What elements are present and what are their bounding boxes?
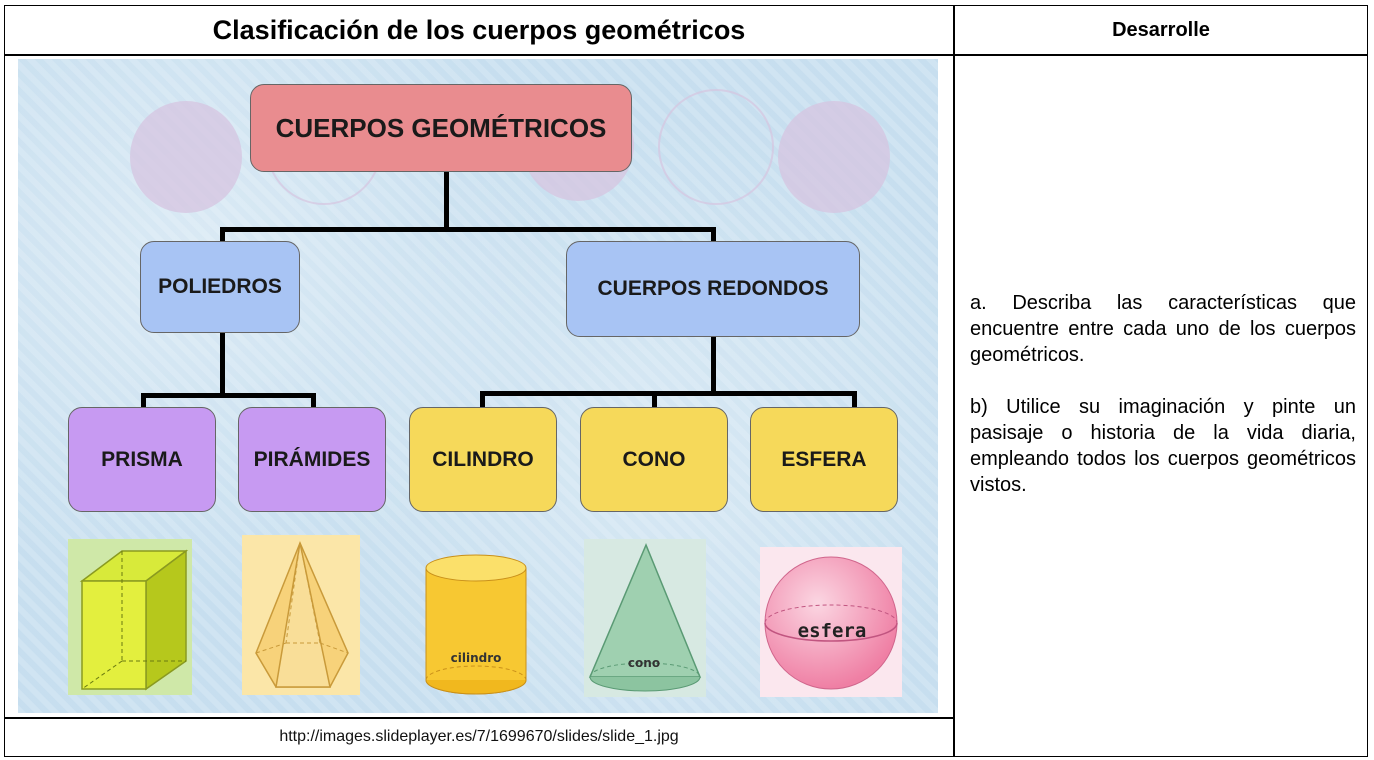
node-cuerpos-redondos: CUERPOS REDONDOS: [566, 241, 860, 337]
cone-image: cono: [584, 539, 706, 697]
connector-line: [711, 227, 716, 241]
decor-circle: [130, 101, 242, 213]
node-cilindro: CILINDRO: [409, 407, 557, 512]
connector-line: [220, 331, 225, 393]
sphere-image: esfera: [760, 547, 902, 697]
cylinder-label: cilindro: [451, 651, 502, 665]
node-esfera: ESFERA: [750, 407, 898, 512]
caption-divider: [5, 717, 953, 719]
header-divider: [5, 54, 1367, 56]
connector-line: [220, 227, 716, 232]
instruction-a: a. Describa las características que encu…: [970, 292, 1356, 366]
pyramid-image: [242, 535, 360, 695]
connector-line: [852, 391, 857, 407]
instructions: a. Describa las características que encu…: [970, 290, 1356, 524]
connector-line: [652, 391, 657, 407]
side-column-title: Desarrolle: [1112, 18, 1210, 41]
cylinder-image: cilindro: [425, 554, 527, 695]
classification-slide: CUERPOS GEOMÉTRICOS POLIEDROS CUERPOS RE…: [18, 59, 938, 713]
cone-label: cono: [628, 656, 660, 670]
source-url: http://images.slideplayer.es/7/1699670/s…: [279, 728, 679, 745]
connector-line: [480, 391, 485, 407]
connector-line: [220, 227, 225, 241]
prism-image: [68, 539, 192, 695]
column-divider: [953, 6, 955, 756]
connector-line: [480, 391, 857, 396]
connector-line: [141, 393, 146, 407]
worksheet-table: Clasificación de los cuerpos geométricos…: [4, 5, 1368, 757]
connector-line: [444, 172, 449, 232]
connector-line: [711, 335, 716, 391]
root-node: CUERPOS GEOMÉTRICOS: [250, 84, 632, 172]
node-cono: CONO: [580, 407, 728, 512]
connector-line: [141, 393, 316, 398]
connector-line: [311, 393, 316, 407]
instruction-b: b) Utilice su imaginación y pinte un pas…: [970, 396, 1356, 496]
node-piramides: PIRÁMIDES: [238, 407, 386, 512]
sphere-label: esfera: [798, 620, 867, 642]
decor-circle: [778, 101, 890, 213]
decor-circle: [658, 89, 774, 205]
node-prisma: PRISMA: [68, 407, 216, 512]
node-poliedros: POLIEDROS: [140, 241, 300, 333]
page-title: Clasificación de los cuerpos geométricos: [212, 14, 746, 45]
